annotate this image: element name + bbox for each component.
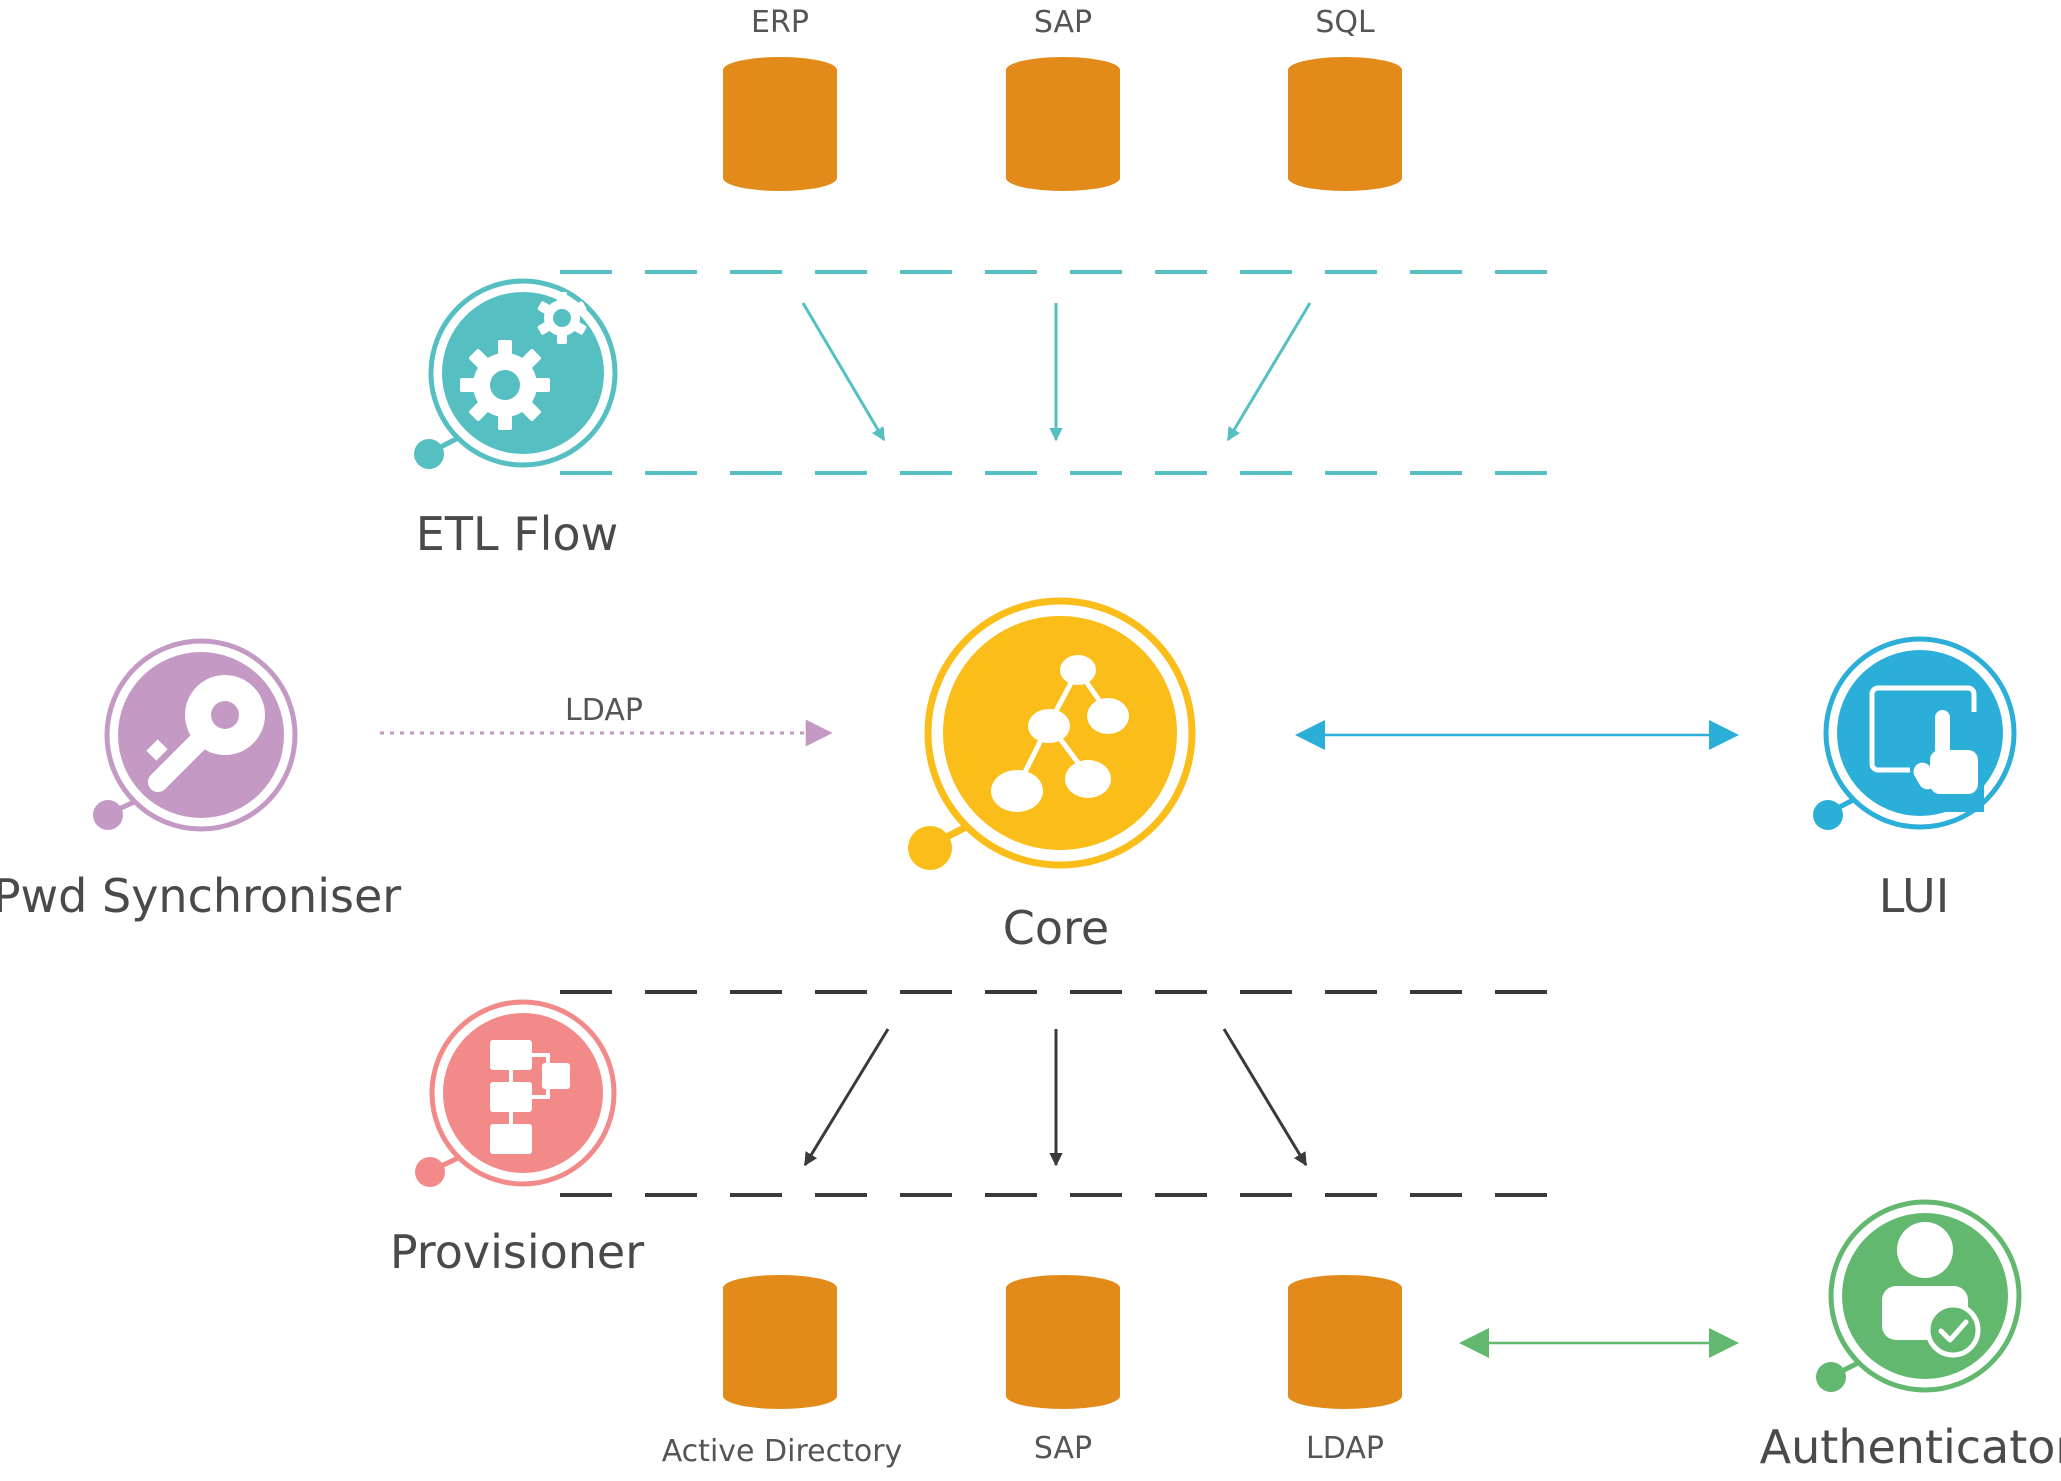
provisioner-component: Provisioner [390,999,644,1279]
source-label-sap: SAP [1034,5,1092,40]
etl-arrow-erp [801,302,886,442]
cylinder-database-icon [723,57,837,191]
pwd-synchroniser-label: Pwd Synchroniser [0,869,401,923]
source-database-sap: SAP [1006,5,1120,191]
verified-user-icon [1882,1222,1981,1358]
provisioner-arrow-ldap [1222,1028,1308,1167]
authenticator-component: Authenticator [1760,1199,2061,1474]
target-label-active-directory: Active Directory [662,1434,903,1469]
gears-icon [460,292,587,430]
cylinder-database-icon [1288,1275,1402,1409]
node-graph-icon [991,655,1129,812]
target-label-ldap: LDAP [1306,1431,1384,1466]
touch-screen-icon [1869,685,1984,812]
etl-arrow-sql [1226,302,1312,442]
target-database-active-directory: Active Directory [662,1275,903,1469]
ldap-connection-label: LDAP [565,693,643,728]
target-database-ldap: LDAP [1288,1275,1402,1466]
provisioner-label: Provisioner [390,1225,644,1279]
source-database-sql: SQL [1288,5,1402,191]
source-label-sql: SQL [1315,5,1375,40]
authenticator-label: Authenticator [1760,1420,2061,1474]
target-database-sap: SAP [1006,1275,1120,1466]
lui-component: LUI [1813,636,2017,923]
ldap-connection: LDAP [380,693,833,747]
lui-label: LUI [1879,869,1950,923]
cylinder-database-icon [1006,1275,1120,1409]
source-database-erp: ERP [723,5,837,191]
etl-flow-component: ETL Flow [414,278,618,561]
source-label-erp: ERP [751,5,809,40]
pwd-synchroniser-component: Pwd Synchroniser [0,638,401,923]
provisioner-arrow-active-directory [803,1028,890,1167]
flowchart-icon [490,1040,570,1154]
cylinder-database-icon [723,1275,837,1409]
cylinder-database-icon [1006,57,1120,191]
etl-flow-label: ETL Flow [416,507,618,561]
etl-band [560,270,1555,475]
target-label-sap: SAP [1034,1431,1092,1466]
provisioner-band [560,990,1555,1197]
key-icon [146,675,265,792]
core-label: Core [1003,901,1109,955]
core-component: Core [908,597,1196,955]
cylinder-database-icon [1288,57,1402,191]
